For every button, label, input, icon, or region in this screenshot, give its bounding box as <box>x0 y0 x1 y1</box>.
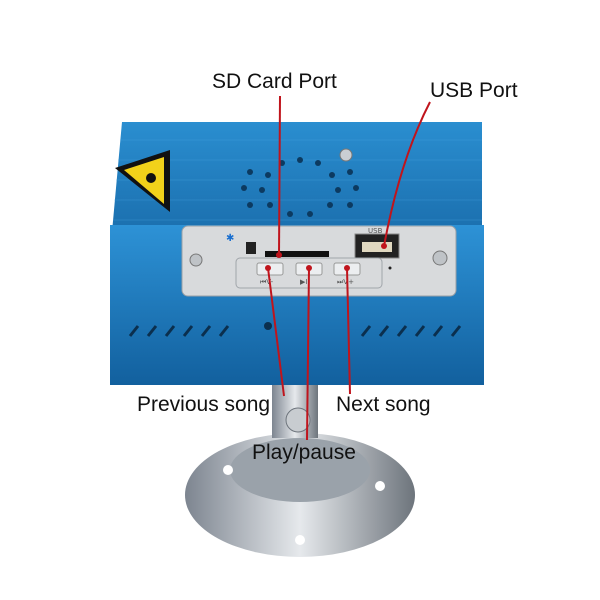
mounting-base <box>185 378 415 557</box>
sd-card-port-label: SD Card Port <box>212 70 337 93</box>
sd-card-slot[interactable] <box>265 251 329 257</box>
play-pause-leader <box>306 267 310 441</box>
next-button-text: ⏭V+ <box>337 278 354 286</box>
control-panel: ✱ USB ⏮V- ▶II ⏭V+ <box>181 225 457 297</box>
speaker-grille <box>241 157 359 217</box>
next-song-label: Next song <box>336 393 431 416</box>
usb-text: USB <box>368 227 383 235</box>
device-top-face <box>112 122 482 232</box>
screw-icon <box>339 148 353 162</box>
play-pause-label: Play/pause <box>252 441 356 464</box>
prev-button-text: ⏮V- <box>260 278 274 286</box>
usb-leader <box>383 101 431 247</box>
bluetooth-icon: ✱ <box>226 233 234 244</box>
laser-warning-icon <box>115 150 170 212</box>
usb-port-label: USB Port <box>430 79 518 102</box>
previous-song-label: Previous song <box>137 393 271 416</box>
vent-slots <box>128 325 462 337</box>
play-button-text: ▶II <box>300 278 310 286</box>
sd-card-leader <box>278 95 281 256</box>
leader-lines <box>267 95 431 441</box>
next-song-leader <box>346 267 351 395</box>
previous-song-leader <box>267 267 285 397</box>
